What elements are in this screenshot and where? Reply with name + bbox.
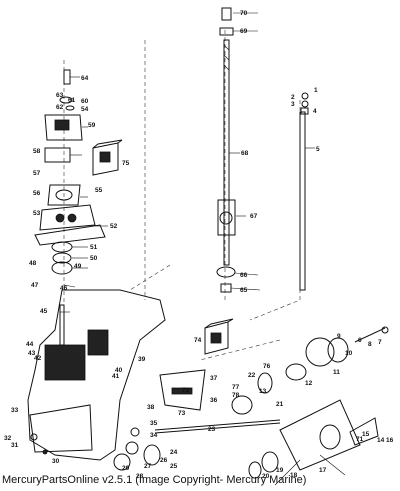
callout-37: 37: [210, 375, 218, 382]
callout-25: 25: [170, 463, 178, 470]
callout-76: 76: [263, 363, 271, 370]
callout-47: 47: [31, 282, 39, 289]
callout-77: 77: [232, 384, 240, 391]
callout-43: 43: [28, 350, 36, 357]
callout-15: 15: [362, 431, 370, 438]
propeller-shaft[interactable]: [113, 337, 349, 471]
copyright-caption: MercuryPartsOnline v2.5.1 (Image Copyrig…: [2, 474, 307, 486]
callout-14: 14: [377, 437, 385, 444]
callout-75: 75: [122, 160, 130, 167]
callout-51: 51: [90, 244, 98, 251]
callout-12: 12: [305, 380, 313, 387]
callout-2: 2: [291, 94, 295, 101]
callout-50: 50: [90, 255, 98, 262]
callout-24: 24: [170, 449, 178, 456]
callout-38: 38: [147, 404, 155, 411]
repair-kit-75[interactable]: [92, 139, 123, 176]
callout-40: 40: [115, 367, 123, 374]
callout-19: 19: [276, 467, 284, 474]
driveshaft[interactable]: [216, 7, 236, 293]
callout-72: 72: [182, 387, 190, 394]
callout-65: 65: [240, 287, 248, 294]
callout-53: 53: [33, 210, 41, 217]
callout-74: 74: [194, 337, 202, 344]
callout-18: 18: [290, 472, 298, 479]
callout-1: 1: [314, 87, 318, 94]
callout-10: 10: [345, 350, 353, 357]
callout-44: 44: [26, 341, 34, 348]
callout-17: 17: [319, 467, 327, 474]
callout-9: 9: [337, 333, 341, 340]
callout-16: 16: [386, 437, 394, 444]
alignment-lines: [63, 30, 301, 361]
callout-45: 45: [40, 308, 48, 315]
callout-62: 62: [56, 104, 64, 111]
callout-71: 71: [356, 436, 364, 443]
callout-4: 4: [313, 108, 317, 115]
leader-lines: [60, 12, 315, 313]
callout-70: 70: [240, 10, 248, 17]
callout-68: 68: [241, 150, 249, 157]
callout-58: 58: [33, 148, 41, 155]
callout-59: 59: [88, 122, 96, 129]
callout-13: 13: [259, 388, 267, 395]
callout-20: 20: [262, 473, 270, 480]
callout-8: 8: [368, 341, 372, 348]
callout-33: 33: [11, 407, 19, 414]
propeller[interactable]: [248, 326, 389, 486]
callout-26: 26: [160, 457, 168, 464]
callout-7: 7: [378, 339, 382, 346]
callout-39: 39: [138, 356, 146, 363]
shift-shaft[interactable]: [299, 92, 309, 291]
callout-48: 48: [29, 260, 37, 267]
callout-60: 60: [81, 98, 89, 105]
callout-34: 34: [150, 432, 158, 439]
callout-36: 36: [210, 397, 218, 404]
callout-27: 27: [144, 463, 152, 470]
callout-labels: 70 69 68 67 66 65 64 63 62 61 60 54 59 5…: [4, 10, 394, 480]
callout-78: 78: [232, 392, 240, 399]
callout-73: 73: [178, 410, 186, 417]
callout-21: 21: [276, 401, 284, 408]
callout-42: 42: [34, 355, 42, 362]
callout-57: 57: [33, 170, 41, 177]
callout-66: 66: [240, 272, 248, 279]
callout-69: 69: [240, 28, 248, 35]
callout-28: 28: [136, 473, 144, 480]
gear-housing[interactable]: [27, 289, 166, 461]
callout-56: 56: [33, 190, 41, 197]
callout-61: 61: [68, 97, 76, 104]
callout-41: 41: [112, 373, 120, 380]
callout-22: 22: [248, 372, 256, 379]
callout-6: 6: [358, 337, 362, 344]
water-pump-assembly[interactable]: [34, 69, 106, 275]
callout-63: 63: [56, 92, 64, 99]
callout-5: 5: [316, 146, 320, 153]
callout-30: 30: [52, 458, 60, 465]
callout-55: 55: [95, 187, 103, 194]
callout-11: 11: [333, 369, 340, 376]
callout-49: 49: [74, 263, 82, 270]
callout-52: 52: [110, 223, 118, 230]
repair-kit-74[interactable]: [204, 318, 234, 355]
callout-64: 64: [81, 75, 89, 82]
callout-23: 23: [208, 426, 216, 433]
callout-32: 32: [4, 435, 12, 442]
callout-67: 67: [250, 213, 258, 220]
callout-29: 29: [122, 465, 130, 472]
callout-46: 46: [60, 285, 68, 292]
callout-54: 54: [81, 106, 89, 113]
callout-3: 3: [291, 101, 295, 108]
callout-31: 31: [11, 442, 19, 449]
callout-35: 35: [150, 420, 158, 427]
